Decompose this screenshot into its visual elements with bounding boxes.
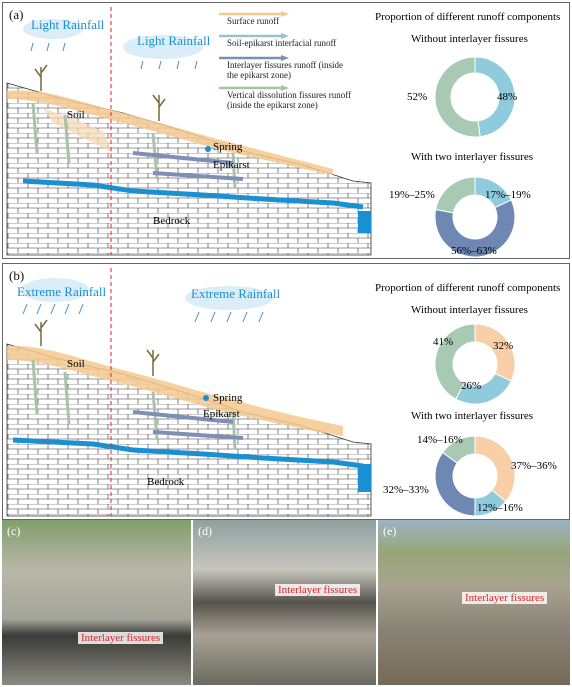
- rainfall-label: Light Rainfall: [137, 33, 211, 48]
- rainfall-label: Light Rainfall: [31, 17, 105, 32]
- donut-label: 41%: [433, 336, 454, 348]
- epikarst-label: Epikarst: [213, 159, 250, 171]
- spring-icon: [203, 395, 209, 401]
- donut-slice: [434, 56, 481, 138]
- legend: Surface runoff Soil-epikarst interfacial…: [219, 9, 369, 111]
- donut-label: 26%: [461, 380, 482, 392]
- soil-label: Soil: [67, 358, 85, 370]
- donut-title: With two interlayer fissures: [411, 151, 534, 163]
- donut-label: 52%: [407, 91, 428, 103]
- donut-slice: [474, 323, 516, 382]
- donut-chart: [434, 56, 516, 138]
- donut-title: Without interlayer fissures: [411, 33, 528, 45]
- karst-cross-section: [6, 7, 372, 256]
- legend-item: Interlayer fissures runoff (inside the e…: [219, 53, 369, 81]
- spring-icon: [205, 146, 211, 152]
- donut-title: Without interlayer fissures: [411, 304, 528, 316]
- surface-runoff-band: [7, 90, 333, 175]
- legend-item: Surface runoff: [219, 9, 369, 27]
- proportion-title: Proportion of different runoff component…: [375, 11, 561, 23]
- soil-label: Soil: [67, 109, 85, 121]
- rainfall-label: Extreme Rainfall: [17, 284, 107, 299]
- donut-chart: [434, 323, 516, 405]
- donut-slice: [474, 435, 516, 503]
- donut-slice: [474, 56, 516, 138]
- donut-label: 37%–36%: [511, 460, 557, 472]
- donut-label: 32%–33%: [383, 484, 429, 496]
- panel-label: (a): [9, 7, 24, 22]
- photo-d: (d) Interlayer fissures: [193, 520, 376, 685]
- surface-runoff-band: [7, 345, 343, 436]
- photo-caption: Interlayer fissures: [462, 592, 548, 604]
- bedrock-label: Bedrock: [153, 215, 191, 227]
- interlayer-fissure: [132, 410, 234, 424]
- donut-label: 19%–25%: [389, 189, 435, 201]
- donut-slice: [434, 323, 476, 400]
- legend-item: Vertical dissolution fissures runoff (in…: [219, 83, 369, 111]
- donut-slice: [435, 176, 476, 214]
- donut-slice: [441, 435, 476, 464]
- tree-icon: [34, 64, 166, 121]
- photo-tag: (c): [7, 524, 21, 538]
- donut-label: 48%: [497, 91, 518, 103]
- tree-icon: [34, 319, 160, 376]
- photo-e: (e) Interlayer fissures: [378, 520, 570, 685]
- interlayer-fissure: [132, 151, 234, 165]
- rainfall-label: Extreme Rainfall: [191, 286, 281, 301]
- photo-caption: Interlayer fissures: [275, 584, 361, 596]
- donut-label: 32%: [493, 340, 514, 352]
- donut-label: 12%–16%: [477, 502, 523, 514]
- bedrock-label: Bedrock: [147, 476, 185, 488]
- groundwater: [22, 178, 364, 210]
- cloud-icon: [21, 278, 273, 310]
- proportion-title: Proportion of different runoff component…: [375, 282, 561, 294]
- epikarst-label: Epikarst: [203, 408, 240, 420]
- photo-tag: (d): [198, 524, 212, 538]
- groundwater: [12, 437, 364, 469]
- donut-label: 14%–16%: [417, 434, 463, 446]
- donut-slice: [434, 199, 516, 258]
- panel-a: (a): [2, 2, 570, 259]
- spring-label: Spring: [213, 141, 243, 153]
- photo-caption: Interlayer fissures: [78, 632, 164, 644]
- panel-b: (b) Extreme Rainfall Extreme: [2, 263, 570, 520]
- rain-icon: [30, 42, 198, 70]
- donut-chart: [434, 435, 516, 517]
- spring-label: Spring: [213, 392, 243, 404]
- donut-label: 17%–19%: [485, 189, 531, 201]
- donut-title: With two interlayer fissures: [411, 410, 534, 422]
- donut-chart: [434, 176, 516, 258]
- legend-item: Soil-epikarst interfacial runoff: [219, 31, 369, 49]
- rain-icon: [22, 303, 264, 323]
- karst-cross-section: [6, 268, 372, 517]
- photo-c: (c) Interlayer fissures: [2, 520, 191, 685]
- donut-label: 56%–63%: [451, 245, 497, 257]
- cloud-icon: [23, 19, 203, 59]
- photo-tag: (e): [383, 524, 397, 538]
- panel-label: (b): [9, 268, 25, 283]
